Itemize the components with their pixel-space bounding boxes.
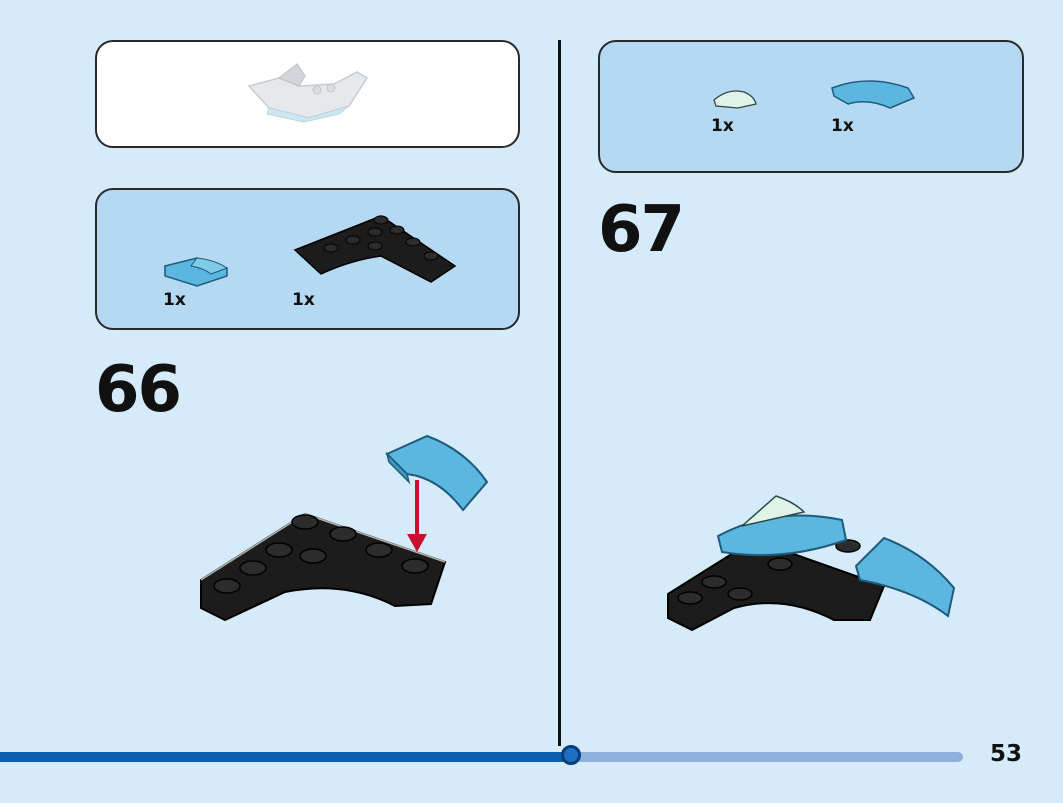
build-step-67-illustration	[667, 495, 956, 632]
page-number: 53	[990, 741, 1023, 767]
parts-qty-label: 1x	[711, 116, 734, 136]
progress-fill	[0, 752, 574, 762]
step-number: 66	[95, 353, 182, 427]
column-divider	[558, 40, 561, 746]
blue-curved-slope-brick-icon	[164, 257, 229, 287]
parts-list-step-66: 1x 1x	[95, 188, 520, 330]
submodel-callout	[95, 40, 520, 148]
blue-quarter-arc-tile-brick-icon	[831, 80, 916, 109]
submodel-ghost-icon	[247, 63, 369, 123]
light-quarter-tile-brick-icon	[713, 90, 757, 109]
step-number: 67	[598, 193, 685, 267]
black-wedge-plate-brick-icon	[293, 215, 457, 283]
build-step-66-illustration	[200, 434, 489, 622]
parts-list-step-67: 1x 1x	[598, 40, 1024, 173]
parts-qty-label: 1x	[292, 290, 315, 310]
parts-qty-label: 1x	[831, 116, 854, 136]
progress-knob	[561, 745, 581, 765]
parts-qty-label: 1x	[163, 290, 186, 310]
